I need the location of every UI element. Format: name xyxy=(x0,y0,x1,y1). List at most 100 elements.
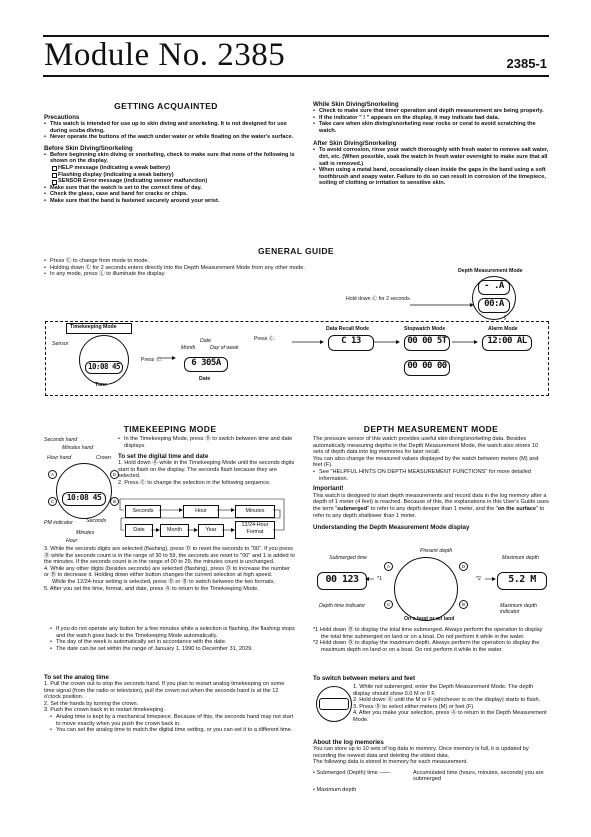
stopwatch-display-2: 00 00 00 xyxy=(404,360,450,376)
minutes-hand-label: Minutes hand xyxy=(62,445,94,451)
log-item-name: • Submerged (Depth) time —— xyxy=(313,769,391,776)
list-item: 5. After you set the time, format, and d… xyxy=(44,585,259,592)
timekeeping-watch-diagram xyxy=(56,463,112,519)
switch-section: To switch between meters and feet 1. Whi… xyxy=(313,675,549,724)
list-item: 1. While not submerged, enter the Depth … xyxy=(353,684,534,697)
button-b-icon: B xyxy=(459,600,468,609)
depth-see-list: See "HELPFUL HINTS ON DEPTH MEASUREMENT … xyxy=(313,469,549,482)
log-item-row: • Submerged (Depth) time —— Accumulated … xyxy=(313,770,549,783)
list-item: The day of the week is automatically set… xyxy=(50,639,296,646)
date-small-label: Date xyxy=(200,338,211,344)
switch-steps: 1. While not submerged, enter the Depth … xyxy=(353,684,549,724)
press-c-label-2: Press Ⓒ. xyxy=(254,336,276,342)
set-time-steps: 1. Hold down Ⓐ while in the Timekeeping … xyxy=(118,460,296,486)
list-item: 1. Pull the crown out to stop the second… xyxy=(44,681,285,701)
data-recall-display: C 13 xyxy=(328,335,374,351)
button-d-icon: D xyxy=(459,562,468,571)
switch-display xyxy=(319,698,349,710)
log-section: About the log memories You can store up … xyxy=(313,739,549,794)
list-item: If you do not operate any button for a f… xyxy=(50,626,296,639)
after-list: To avoid corrosion, rinse your watch tho… xyxy=(313,147,549,187)
depth-mode-label: Depth Measurement Mode xyxy=(458,268,523,274)
while-list: Check to make sure that timer operation … xyxy=(313,108,549,134)
day-of-week-label: Day of week xyxy=(210,345,239,351)
list-item: To avoid corrosion, rinse your watch tho… xyxy=(313,147,549,167)
on-boat-label: On a boat or on land xyxy=(404,616,455,622)
getting-acquainted-section: Precautions This watch is intended for u… xyxy=(44,114,296,205)
analog-notes: Analog time is kept by a mechanical time… xyxy=(50,714,296,734)
list-item: 1. Hold down Ⓐ while in the Timekeeping … xyxy=(118,460,295,480)
general-guide-list: Press Ⓒ to change from mode to mode. Hol… xyxy=(44,258,374,278)
general-guide-heading: GENERAL GUIDE xyxy=(258,246,334,256)
switch-title: To switch between meters and feet xyxy=(313,675,416,682)
button-a-icon: A xyxy=(384,562,393,571)
note-2-marker: *2 xyxy=(476,576,481,582)
list-item: 2. Hold down Ⓐ until the M or F (whichev… xyxy=(353,697,541,704)
time-display: 10:08 45 xyxy=(85,361,123,374)
timekeeping-notes: If you do not operate any button for a f… xyxy=(50,626,296,652)
list-item: 3. While the seconds digits are selected… xyxy=(44,546,295,566)
list-item: When using a metal band, occasionally cl… xyxy=(313,167,549,187)
seconds-hand-label: Seconds hand xyxy=(44,437,78,443)
model-code: 2385-1 xyxy=(506,56,547,71)
precautions-title: Precautions xyxy=(44,114,80,121)
precautions-list: This watch is intended for use up to ski… xyxy=(44,121,296,141)
page-title: Module No. 2385 xyxy=(44,37,286,73)
timekeeping-display: 10:08 45 xyxy=(62,492,106,506)
list-item: If the indicator " ! " appears on the di… xyxy=(313,115,549,122)
after-title: After Skin Diving/Snorkeling xyxy=(313,140,397,148)
log-item-row: • Maximum depth xyxy=(313,786,357,793)
list-item: Never operate the buttons of the watch u… xyxy=(44,134,296,141)
top-rule xyxy=(43,35,549,37)
log-item-desc: Accumulated time (hours, minutes, second… xyxy=(413,769,544,783)
list-item: In any mode, press Ⓛ to illuminate the d… xyxy=(44,271,374,278)
hour-label: Hour xyxy=(66,538,78,544)
hour-hand-label: Hour hand xyxy=(47,455,72,461)
list-item: Make sure that the watch is set to the c… xyxy=(44,185,296,192)
header-rule xyxy=(43,75,549,77)
important-text: This watch is designed to start depth me… xyxy=(313,492,549,519)
list-item: 4. After you make your selection, press … xyxy=(353,710,547,723)
note-1-marker: *1 xyxy=(377,576,382,582)
list-item: Flashing display (indicating a weak batt… xyxy=(52,172,296,179)
button-a-icon: A xyxy=(48,470,57,479)
max-depth-label: Maximum depth xyxy=(502,555,539,561)
before-list-2: Make sure that the watch is set to the c… xyxy=(44,185,296,205)
list-item: 3. Press Ⓓ to select either meters (M) o… xyxy=(353,703,475,710)
list-item: See "HELPFUL HINTS ON DEPTH MEASUREMENT … xyxy=(313,469,549,482)
mode-flow-frame xyxy=(45,321,549,396)
analog-section: To set the analog time 1. Pull the crown… xyxy=(44,674,296,734)
max-depth-indicator-label: Maximum depth indicator xyxy=(500,603,537,615)
month-label: Month xyxy=(181,345,196,351)
sensor-label: Sensor xyxy=(52,341,69,347)
timekeeping-mode-box xyxy=(66,323,132,334)
hold-c-label: Hold down Ⓒ for 2 seconds. xyxy=(346,296,412,302)
button-c-icon: C xyxy=(384,600,393,609)
understanding-title: Understanding the Depth Measurement Mode… xyxy=(313,524,470,532)
list-item: Analog time is kept by a mechanical time… xyxy=(50,714,296,727)
depth-footnotes: *1 Hold down Ⓑ to display the total time… xyxy=(313,627,549,653)
flow-hour: Hour xyxy=(183,505,219,518)
list-item: Make sure that the band is fastened secu… xyxy=(44,198,296,205)
crown-label: Crown xyxy=(96,455,111,461)
list-item: The date can be set within the range of … xyxy=(50,646,296,653)
stopwatch-label: Stopwatch Mode xyxy=(404,326,446,332)
getting-acquainted-heading: GETTING ACQUAINTED xyxy=(114,101,218,111)
set-time-steps-2: 3. While the seconds digits are selected… xyxy=(44,546,296,592)
list-item: This watch is intended for use up to ski… xyxy=(44,121,296,134)
submerged-time-label: Submerged time xyxy=(329,555,368,561)
list-item: Press Ⓒ to change from mode to mode. xyxy=(44,258,374,265)
list-item: Before beginning skin diving or snorkeli… xyxy=(44,152,296,165)
depth-intro-text-2: You can also change the measured values … xyxy=(313,455,539,469)
list-item: In the Timekeeping Mode, press Ⓓ to swit… xyxy=(118,436,296,449)
stopwatch-display: 00 00 5T xyxy=(404,335,450,351)
alarm-label: Alarm Mode xyxy=(488,326,518,332)
button-b-icon: B xyxy=(110,497,119,506)
date-label: Date xyxy=(199,376,211,382)
flow-seconds: Seconds xyxy=(125,505,161,518)
timekeeping-intro-list: In the Timekeeping Mode, press Ⓓ to swit… xyxy=(118,436,296,449)
list-item: 2. Set the hands by turning the crown. xyxy=(44,700,139,707)
depth-time-display: 00 123 xyxy=(317,572,367,590)
